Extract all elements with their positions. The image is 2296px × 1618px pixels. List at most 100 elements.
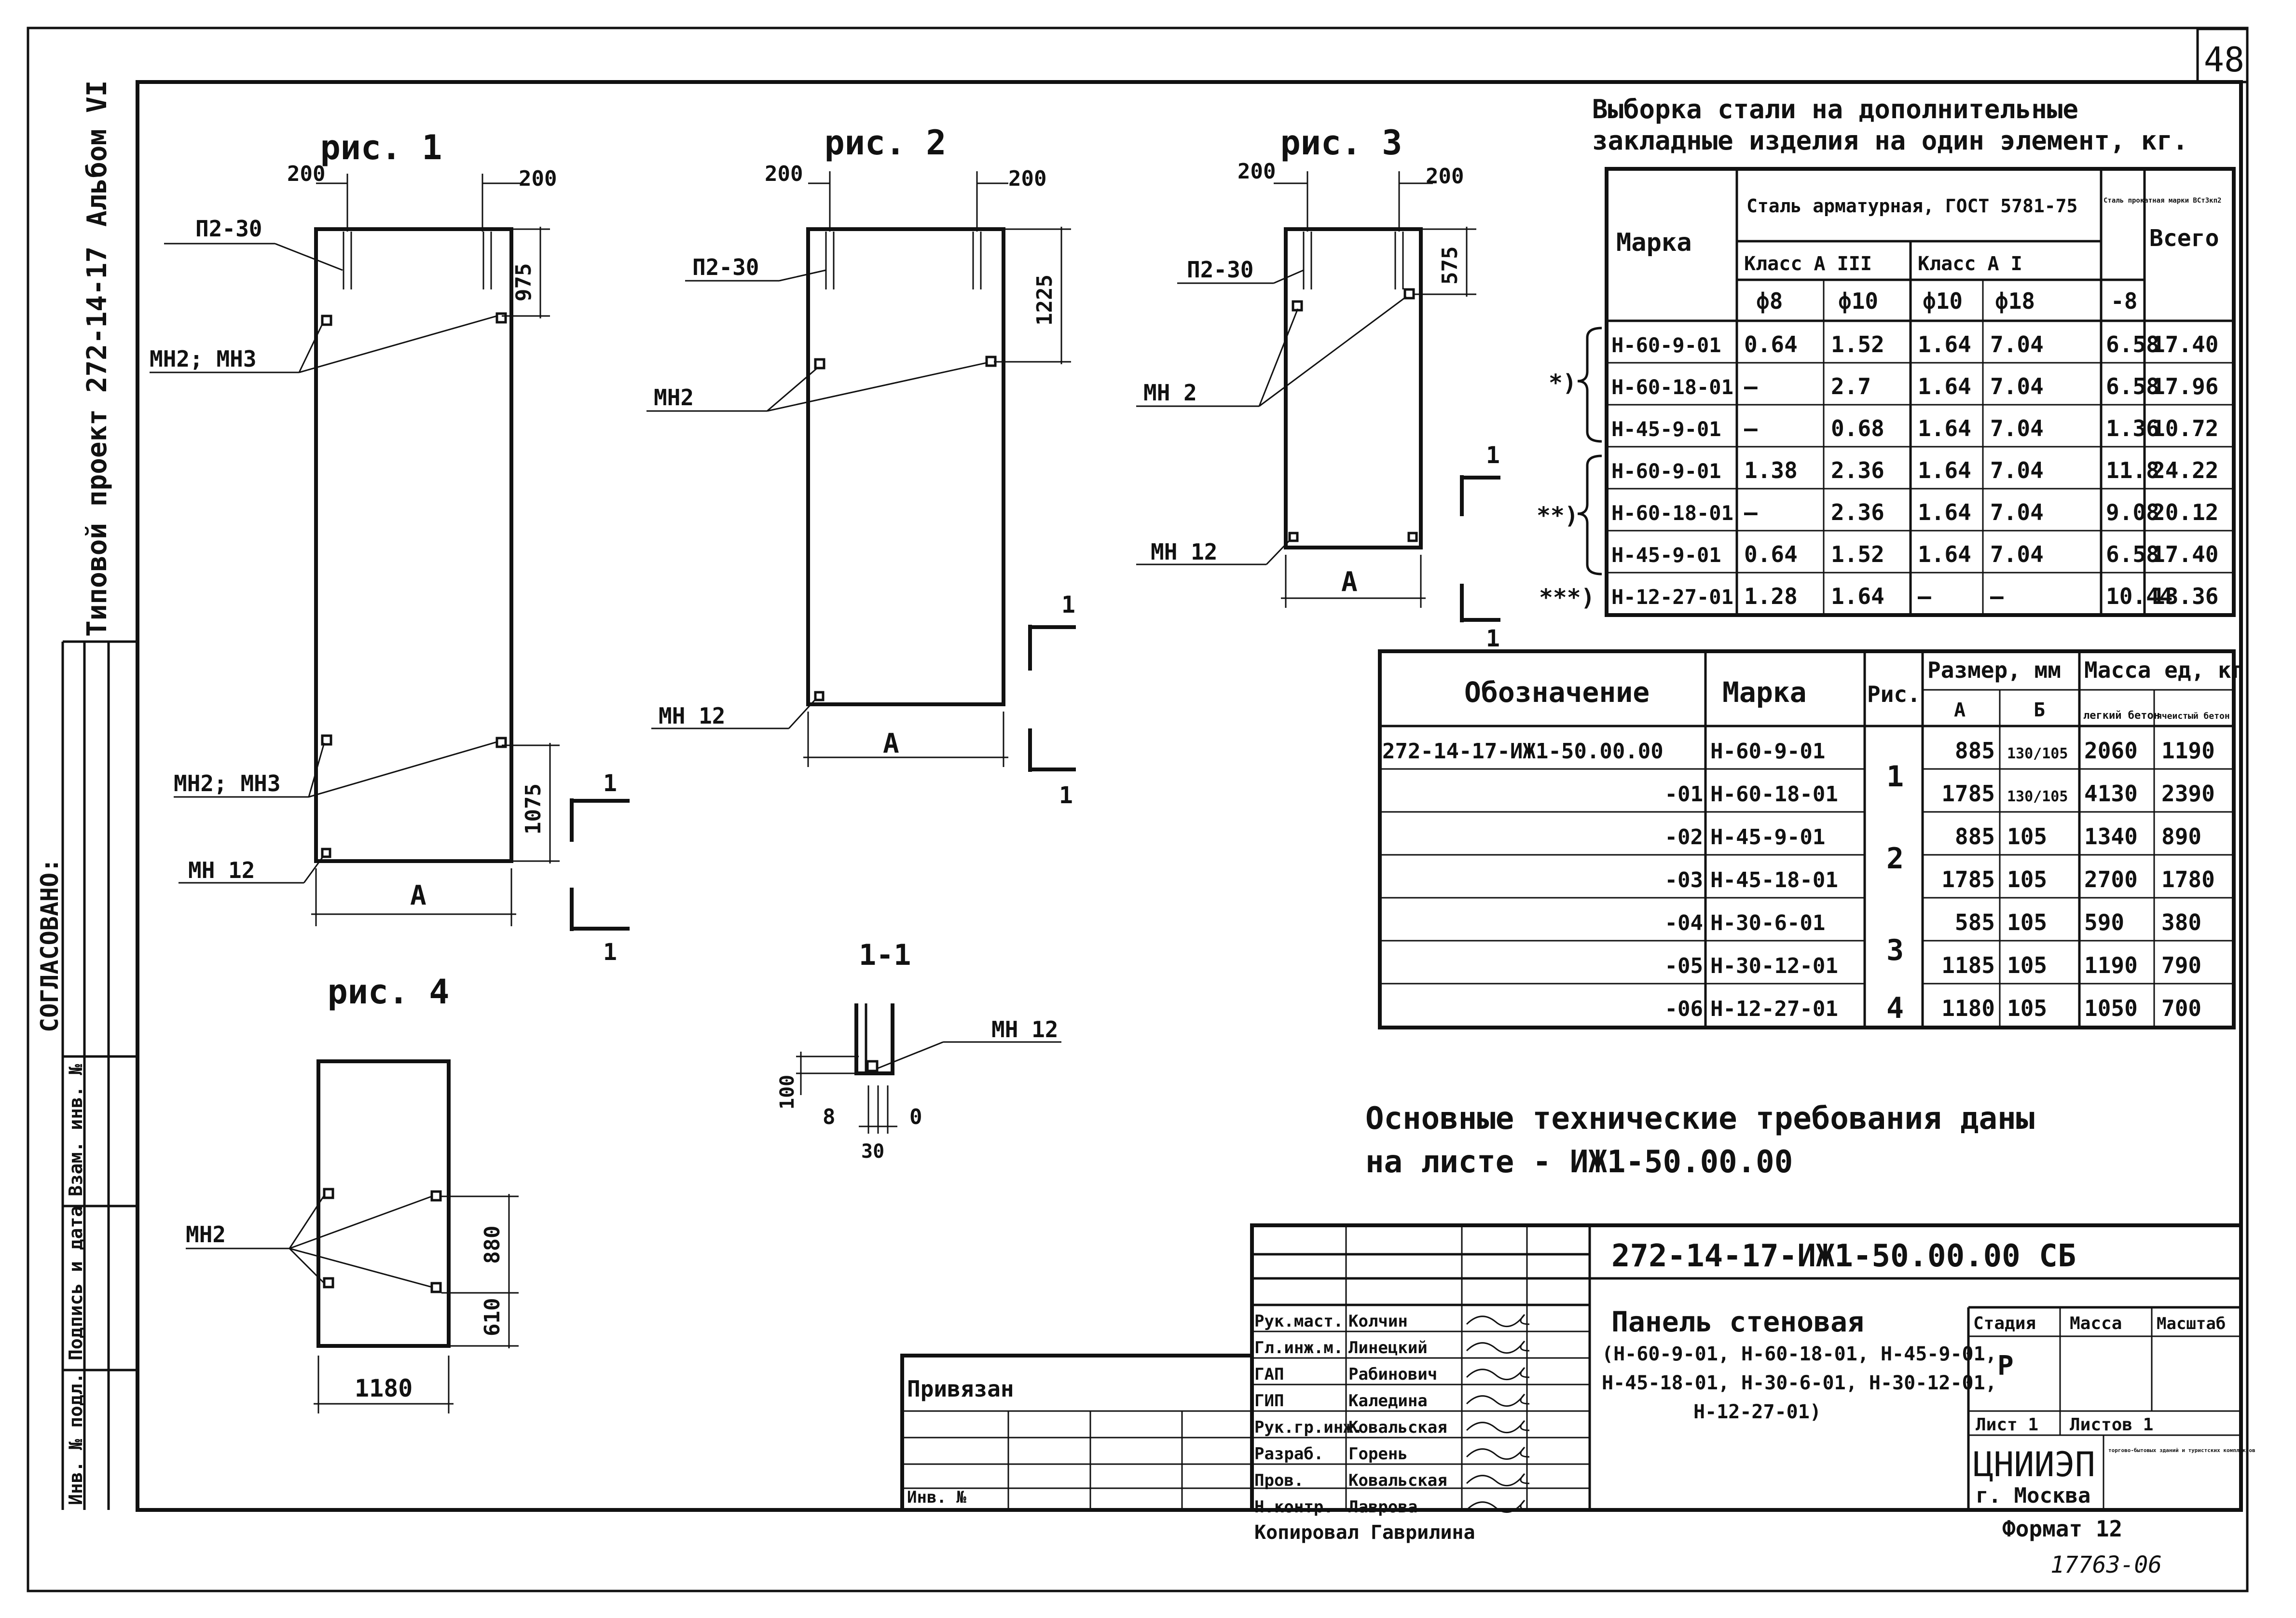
steel-row-value: 1.64 [1918, 499, 1971, 525]
spec-row-a: 885 [1955, 823, 1995, 850]
fig4-title: рис. 4 [328, 972, 450, 1012]
section-callout: МН 12 [991, 1016, 1058, 1042]
steel-row-value: 7.04 [1990, 373, 2044, 399]
steel-row-marka: Н-60-9-01 [1611, 333, 1721, 357]
spec-row-light: 2700 [2084, 866, 2138, 892]
steel-row-value: 20.12 [2152, 499, 2218, 525]
spec-row-b: 105 [2007, 909, 2047, 935]
fig1-cut-top: 1 [603, 770, 617, 797]
staff-name: Колчин [1348, 1312, 1408, 1331]
steel-row-value: 17.96 [2152, 373, 2218, 399]
steel-row-value: 0.64 [1744, 331, 1798, 357]
steel-col-class1: Класс А I [1918, 253, 2022, 275]
fig3-cut-top: 1 [1486, 442, 1500, 469]
staff-name: Линецкий [1348, 1338, 1428, 1357]
staff-role: Н.контр. [1254, 1497, 1334, 1517]
fig2-title: рис. 2 [825, 123, 947, 163]
steel-row-value: 1.28 [1744, 583, 1798, 609]
spec-row-marka: Н-30-12-01 [1710, 954, 1838, 978]
fig1-cut-bottom: 1 [603, 939, 617, 966]
fig1-callout-mn12: МН 12 [188, 857, 255, 883]
spec-row-marka: Н-60-18-01 [1710, 782, 1838, 807]
steel-row-value: — [1744, 499, 1758, 525]
spec-col-fig: Рис. [1867, 681, 1921, 707]
staff-name: Каледина [1348, 1391, 1428, 1411]
staff-role: ГАП [1254, 1365, 1284, 1384]
spec-row-a: 1785 [1941, 866, 1995, 892]
fig4-panel [316, 1059, 451, 1348]
tb-code: 272-14-17-ИЖ1-50.00.00 СБ [1611, 1238, 2076, 1274]
spec-row-a: 1180 [1941, 995, 1995, 1021]
fig2-cut-top: 1 [1061, 591, 1075, 618]
steel-row-value: 2.36 [1831, 499, 1884, 525]
staff-role: Пров. [1254, 1471, 1304, 1490]
steel-sub-col-2: ф10 [1923, 288, 1963, 314]
steel-row-value: 17.40 [2152, 541, 2218, 567]
spec-row-light: 2060 [2084, 738, 2138, 764]
steel-row-value: 1.64 [1918, 541, 1971, 567]
tb-city: г. Москва [1976, 1483, 2090, 1508]
steel-sub-col-4: -8 [2111, 288, 2137, 314]
spec-row-designation: -05 [1665, 954, 1703, 978]
fig4-width: 1180 [355, 1374, 412, 1402]
spec-row-light: 590 [2084, 909, 2124, 935]
spec-row-cell: 890 [2161, 823, 2201, 850]
figure-3: рис. 3 200 200 575 А П2-30 МН 2 МН 12 [1136, 123, 1500, 652]
tb-format: Формат 12 [2002, 1516, 2122, 1542]
steel-table: Выборка стали на дополнительные закладны… [1537, 94, 2236, 617]
fig2-panel [806, 227, 1005, 706]
steel-row-value: 17.40 [2152, 331, 2218, 357]
signature-icon [1466, 1499, 1530, 1513]
fig2-dim-left: 200 [765, 162, 803, 186]
spec-row-designation: -03 [1665, 868, 1703, 892]
spec-row-b: 130/105 [2007, 745, 2068, 762]
steel-col-marka: Марка [1616, 228, 1692, 257]
section-label-right: 0 [909, 1105, 922, 1129]
steel-row-value: 7.04 [1990, 331, 2044, 357]
spec-row-light: 4130 [2084, 781, 2138, 807]
steel-col-rolled: Сталь прокатная марки ВСт3кп2 [2104, 197, 2221, 205]
steel-row-value: 0.68 [1831, 415, 1884, 441]
spec-row-cell: 380 [2161, 909, 2201, 935]
spec-row-marka: Н-30-6-01 [1710, 911, 1825, 935]
section-dim-gap: 30 [861, 1140, 884, 1163]
fig3-callout-mn2: МН 2 [1143, 380, 1197, 406]
spec-row-b: 105 [2007, 952, 2047, 978]
spec-row-a: 885 [1955, 738, 1995, 764]
staff-role: Разраб. [1254, 1444, 1323, 1464]
steel-row-value: 7.04 [1990, 415, 2044, 441]
staff-role: ГИП [1254, 1391, 1284, 1411]
steel-row-marka: Н-45-9-01 [1611, 417, 1721, 441]
steel-row-value: 0.64 [1744, 541, 1798, 567]
fig2-callout-mn12: МН 12 [659, 703, 725, 729]
spec-row-designation: -01 [1665, 782, 1703, 807]
spec-row-light: 1190 [2084, 952, 2138, 978]
spec-row-marka: Н-45-18-01 [1710, 868, 1838, 892]
signature-date-label: Подпись и дата [65, 1206, 86, 1360]
steel-row-marka: Н-45-9-01 [1611, 543, 1721, 567]
fig2-dim-right: 200 [1008, 166, 1046, 191]
steel-row-marka: Н-60-18-01 [1611, 501, 1733, 525]
spec-row-light: 1340 [2084, 823, 2138, 850]
steel-row-value: 1.64 [1831, 583, 1884, 609]
fig1-panel [314, 227, 513, 863]
tb-sheets: Листов 1 [2070, 1415, 2153, 1435]
spec-row-cell: 1780 [2161, 866, 2215, 892]
spec-col-marka: Марка [1722, 676, 1807, 709]
spec-row-marka: Н-12-27-01 [1710, 997, 1838, 1021]
tb-archive: 17763-06 [2050, 1551, 2162, 1578]
steel-row-value: 2.36 [1831, 457, 1884, 483]
fig3-cut-bottom: 1 [1486, 625, 1500, 652]
spec-col-a: А [1954, 699, 1966, 721]
tb-sheet: Лист 1 [1976, 1415, 2038, 1435]
figure-1: рис. 1 200 200 975 1075 А [150, 128, 630, 966]
title-block: 272-14-17-ИЖ1-50.00.00 СБ Панель стенова… [907, 1223, 2255, 1578]
section-1-1: 1-1 МН 12 100 30 8 0 [776, 938, 1061, 1163]
fig2-callout-p2: П2-30 [692, 254, 759, 280]
signature-icon [1466, 1340, 1530, 1354]
replaced-inv-label: Взам. инв. № [65, 1064, 86, 1196]
staff-name: Ковальская [1348, 1471, 1447, 1490]
spec-col-mass: Масса ед, кг [2084, 657, 2244, 683]
steel-row-value: 6.58 [2106, 373, 2159, 399]
